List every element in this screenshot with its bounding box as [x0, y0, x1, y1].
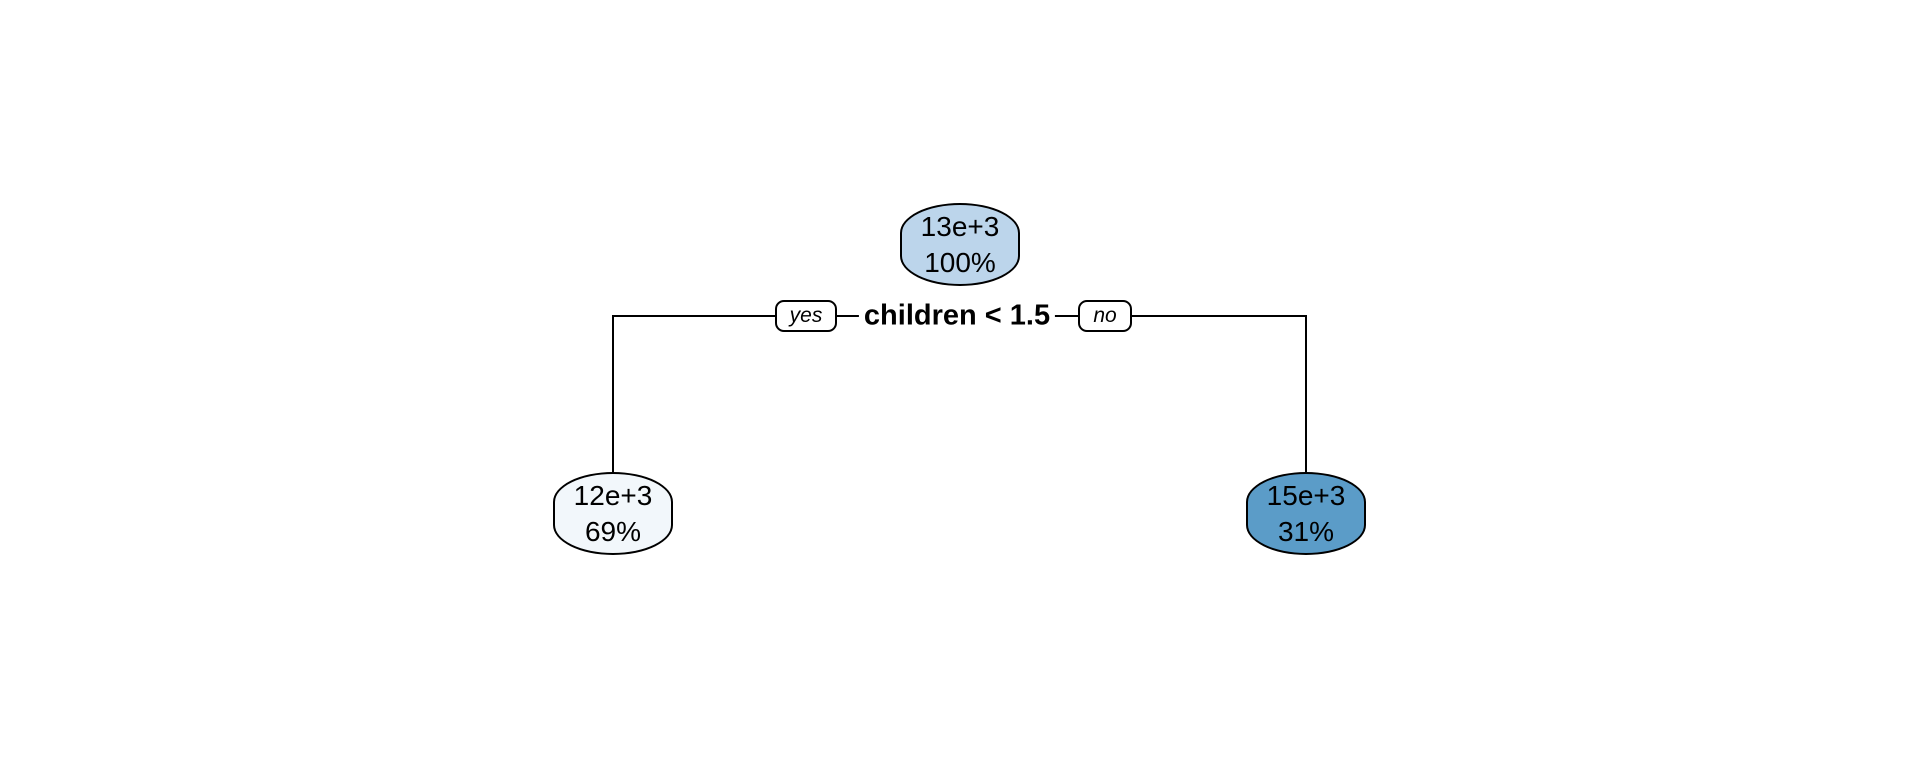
branch-path	[612, 315, 1307, 472]
tree-node-root: 13e+3 100%	[900, 203, 1020, 286]
branch-label-no-text: no	[1093, 304, 1117, 327]
tree-node-leaf-right: 15e+3 31%	[1246, 472, 1366, 555]
node-value: 15e+3	[1266, 479, 1346, 511]
node-value: 13e+3	[920, 210, 1000, 242]
node-percent: 31%	[1277, 515, 1335, 547]
node-percent: 100%	[924, 246, 996, 278]
branch-label-yes: yes	[775, 300, 837, 332]
branch-label-no: no	[1078, 300, 1132, 332]
tree-node-leaf-left: 12e+3 69%	[553, 472, 673, 555]
branch-label-yes-text: yes	[789, 304, 823, 327]
node-percent: 69%	[584, 515, 642, 547]
split-condition-label: children < 1.5	[858, 299, 1056, 333]
node-value: 12e+3	[573, 479, 653, 511]
